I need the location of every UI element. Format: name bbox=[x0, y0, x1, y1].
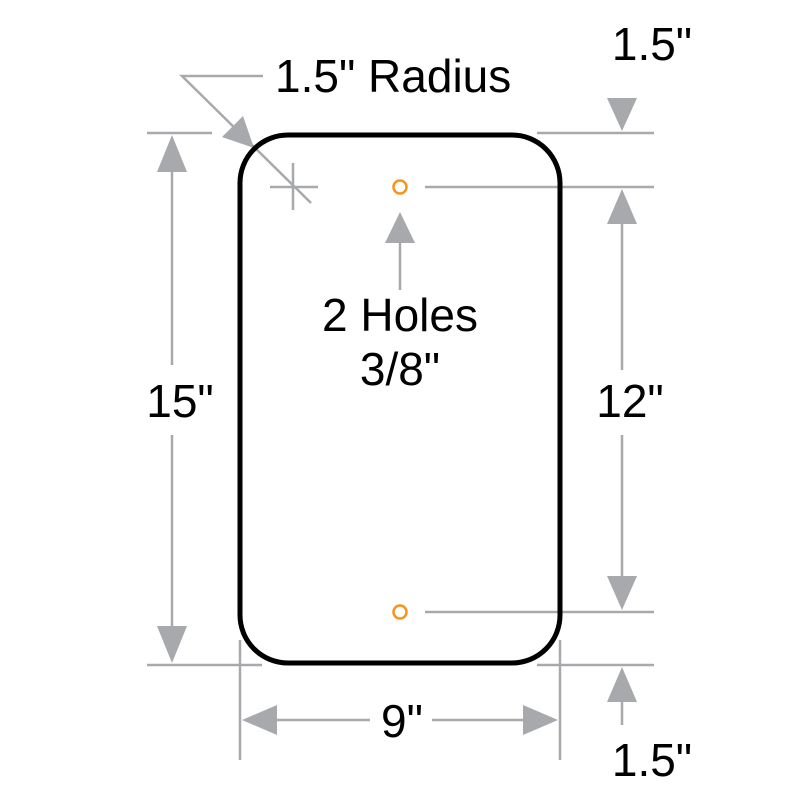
arrow-top-margin bbox=[607, 98, 637, 131]
arrow-15-down bbox=[157, 626, 187, 663]
bottom-margin-label: 1.5" bbox=[612, 734, 692, 786]
sign-outline bbox=[237, 132, 563, 666]
arrow-12-down bbox=[607, 576, 637, 610]
arrow-bottom-margin bbox=[607, 667, 637, 702]
hole-spacing-label: 12" bbox=[596, 375, 664, 427]
width-label: 9" bbox=[381, 695, 423, 747]
dimension-lines bbox=[147, 74, 654, 760]
arrow-12-up bbox=[607, 189, 637, 224]
hole-top bbox=[392, 179, 408, 195]
holes-label-line2: 3/8" bbox=[360, 343, 440, 395]
arrowheads bbox=[157, 98, 637, 735]
arrow-holes bbox=[385, 212, 415, 243]
holes-label-line1: 2 Holes bbox=[322, 289, 478, 341]
arrow-9-left bbox=[242, 705, 277, 735]
arrow-15-up bbox=[157, 135, 187, 172]
radius-label: 1.5" Radius bbox=[275, 50, 511, 102]
arrow-9-right bbox=[523, 705, 558, 735]
arrow-radius bbox=[222, 116, 254, 148]
height-label: 15" bbox=[146, 375, 214, 427]
radius-leader bbox=[178, 74, 312, 204]
hole-bottom bbox=[392, 604, 408, 620]
top-margin-label: 1.5" bbox=[612, 18, 692, 70]
